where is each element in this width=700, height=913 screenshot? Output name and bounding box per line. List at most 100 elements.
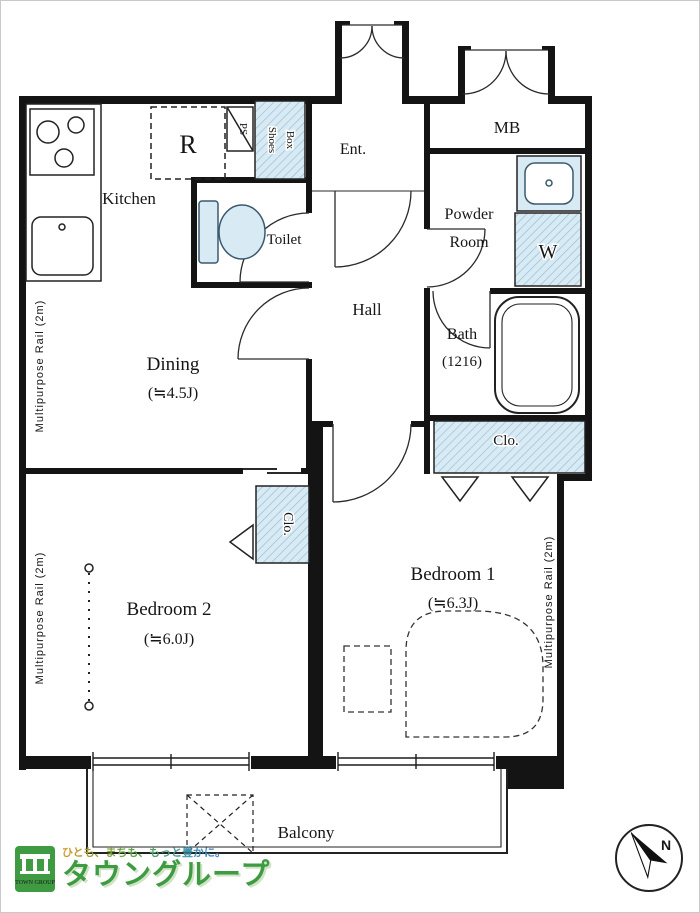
refrigerator-space (150, 106, 226, 180)
bath-door-arc (432, 290, 491, 349)
label-dining-size: (≒4.5J) (148, 385, 198, 402)
logo-icon-building (22, 859, 26, 871)
balcony-hatch-diagonal (186, 794, 254, 854)
label-bedroom1: Bedroom 1 (411, 564, 496, 585)
furniture-outline-dashed (405, 610, 544, 738)
wall-segment (306, 104, 312, 213)
label-rail-right: Multipurpose Rail (2m) (543, 536, 555, 669)
wall-segment (542, 46, 555, 50)
wall-segment (458, 46, 471, 50)
bedroom2-sliding-door (243, 468, 301, 474)
wall-segment (19, 756, 93, 769)
label-bedroom2: Bedroom 2 (127, 599, 212, 620)
compass: N (615, 824, 683, 892)
entrance-door-arc-left (339, 25, 373, 59)
wall-segment (585, 96, 592, 481)
label-pipe-space: PS (237, 123, 249, 135)
wall-segment (308, 421, 323, 756)
logo-tagline: ひとも、まちも、もっと豊かに。 (62, 846, 270, 859)
label-shoes-box-2: Box (284, 131, 296, 150)
closet1-folding-door (440, 476, 480, 503)
label-powder-room-2: Room (449, 234, 489, 251)
washing-machine-space (514, 212, 582, 287)
town-group-logo: TOWN GROUP ひとも、まちも、もっと豊かに。 タウングループ (15, 846, 270, 892)
closet2-folding-door (228, 523, 254, 561)
dining-door-arc (237, 287, 310, 360)
balcony-railing-inner (92, 769, 502, 848)
wall-segment (301, 468, 312, 474)
stove-burner (36, 120, 60, 144)
mb-door-arc-left (462, 50, 507, 95)
label-rail-left-top: Multipurpose Rail (2m) (34, 300, 46, 433)
kitchen-counter (25, 103, 102, 282)
washbasin-faucet (545, 179, 553, 187)
label-bath-size: (1216) (442, 354, 482, 370)
shoes-box (254, 100, 306, 180)
wall-segment (191, 177, 197, 288)
walls (19, 21, 592, 789)
label-dining: Dining (147, 354, 200, 375)
hanger-rail-end (84, 701, 94, 711)
wall-segment (430, 415, 585, 421)
toilet-tank (198, 200, 219, 264)
label-washer: W (539, 241, 558, 263)
wall-segment (430, 148, 585, 154)
kitchen-sink (31, 216, 94, 276)
label-refrigerator: R (179, 130, 197, 159)
wall-segment (548, 46, 555, 104)
wall-segment (394, 21, 409, 25)
closet2-box (255, 485, 310, 564)
label-bedroom2-size: (≒6.0J) (144, 631, 194, 648)
label-rail-left-bottom: Multipurpose Rail (2m) (34, 552, 46, 685)
label-hall: Hall (352, 300, 382, 319)
wall-segment (490, 288, 585, 294)
label-toilet: Toilet (267, 232, 303, 248)
stove-burner (54, 148, 74, 168)
label-meter-box: MB (494, 118, 520, 137)
wall-segment (335, 21, 350, 25)
washbasin-bowl (524, 162, 574, 205)
logo-brand: タウングループ (62, 857, 271, 892)
wall-segment (402, 21, 409, 104)
wall-segment (557, 474, 564, 789)
furniture-outline-dashed (343, 645, 392, 713)
wall-segment (424, 104, 430, 229)
wall-segment (323, 421, 333, 427)
wall-segment (306, 359, 312, 474)
wall-segment (249, 756, 338, 769)
wall-segment (424, 288, 430, 474)
logo-icon-building (33, 859, 37, 871)
logo-icon-building (20, 871, 50, 874)
wall-segment (409, 96, 458, 104)
logo-icon-building (44, 859, 48, 871)
wall-segment (411, 421, 430, 427)
stove (29, 108, 95, 176)
fixtures (25, 100, 586, 854)
windows (91, 752, 496, 771)
wall-segment (555, 96, 592, 104)
entrance-door-arc-right (371, 25, 405, 59)
compass-north-label: N (661, 837, 671, 853)
wall-segment (557, 474, 592, 481)
bathtub-inner (501, 303, 573, 407)
logo-icon-caption: TOWN GROUP (15, 880, 55, 886)
sink-faucet (58, 223, 66, 231)
labels: Kitchen Toilet Ent. MB Powder Room Hall … (34, 118, 559, 842)
toilet-bowl (218, 204, 266, 260)
balcony-hatch-diagonal (186, 794, 254, 854)
hall-door-arc (334, 190, 412, 268)
pipe-space-diagonal (226, 106, 254, 152)
wall-segment (191, 282, 312, 288)
logo-icon-building (20, 854, 50, 859)
wall-segment (507, 756, 564, 789)
balcony-hatch-box (186, 794, 254, 854)
wall-segment (458, 46, 465, 104)
wall-segment (335, 21, 342, 104)
mb-door-arc-right (505, 50, 551, 95)
compass-needle-dark (631, 832, 668, 864)
label-kitchen: Kitchen (102, 189, 156, 208)
label-bedroom1-size: (≒6.3J) (428, 595, 478, 612)
wall-segment (19, 96, 335, 104)
label-shoes-box-1: Shoes (266, 127, 278, 153)
